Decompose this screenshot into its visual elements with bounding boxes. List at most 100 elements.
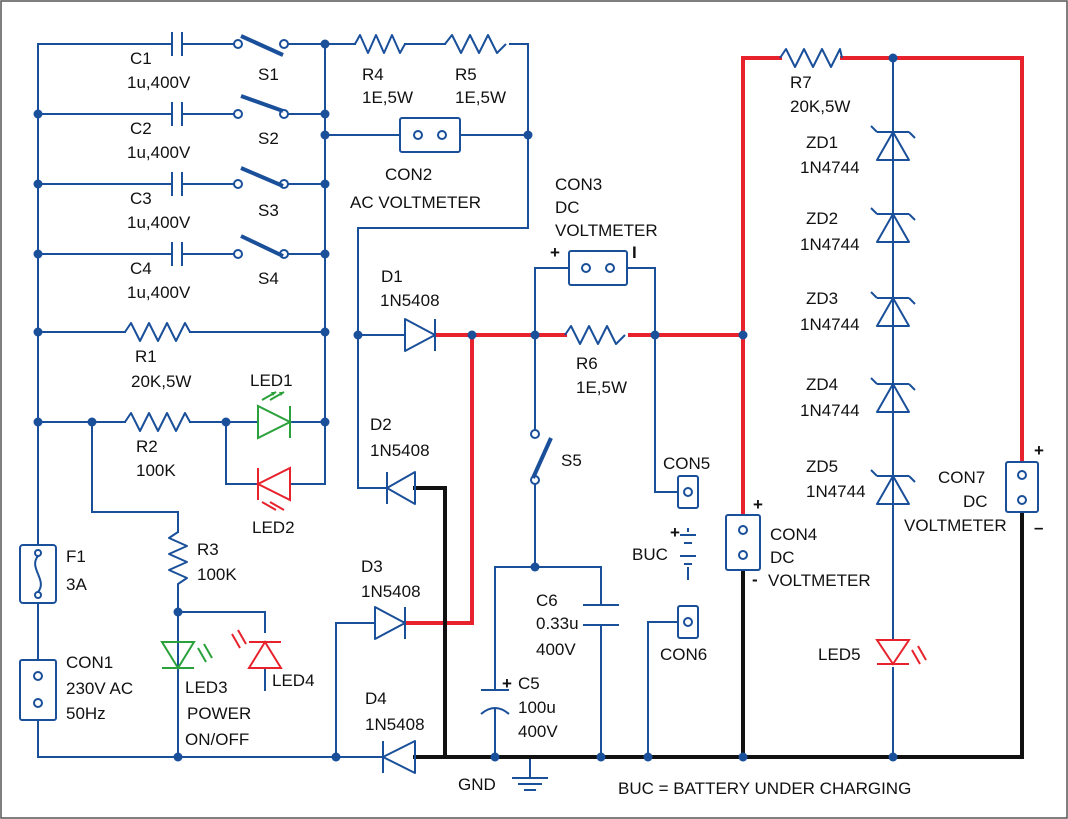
con3-line2: VOLTMETER [555, 221, 658, 240]
con1-ref: CON1 [66, 653, 113, 672]
con2-ref: CON2 [385, 165, 432, 184]
zd5-ref: ZD5 [806, 457, 838, 476]
led1-label: LED1 [250, 371, 293, 390]
r4-value: 1E,5W [362, 88, 413, 107]
s2-label: S2 [258, 129, 279, 148]
c2-value: 1u,400V [127, 143, 191, 162]
d3-value: 1N5408 [361, 582, 421, 601]
d4-ref: D4 [365, 689, 387, 708]
con7-minus: – [1034, 518, 1043, 537]
con6-label: CON6 [660, 645, 707, 664]
labels: C1 1u,400V C2 1u,400V C3 1u,400V C4 1u,4… [66, 49, 1044, 798]
con7-line1: DC [963, 492, 988, 511]
zd4-ref: ZD4 [806, 375, 838, 394]
led4-label: LED4 [272, 671, 315, 690]
c4-ref: C4 [130, 259, 152, 278]
d2-ref: D2 [370, 415, 392, 434]
c5-plus: + [502, 674, 512, 693]
zd1-ref: ZD1 [806, 133, 838, 152]
c1-value: 1u,400V [127, 73, 191, 92]
s1-label: S1 [258, 65, 279, 84]
led3-label: LED3 [185, 678, 228, 697]
r7-ref: R7 [790, 73, 812, 92]
r1-value: 20K,5W [131, 372, 191, 391]
con3-line1: DC [555, 198, 580, 217]
ground-symbol [512, 777, 548, 791]
r6-value: 1E,5W [576, 378, 627, 397]
r1-ref: R1 [135, 347, 157, 366]
f1-ref: F1 [66, 547, 86, 566]
fuse-f1 [19, 544, 57, 604]
zd2-ref: ZD2 [806, 209, 838, 228]
leds [160, 391, 927, 670]
c3-ref: C3 [130, 189, 152, 208]
d3-ref: D3 [361, 557, 383, 576]
con4-plus: + [753, 495, 763, 514]
d2-value: 1N5408 [370, 441, 430, 460]
c6-value1: 0.33u [536, 614, 579, 633]
dc-positive-wires [403, 56, 1024, 625]
power-label-line2: ON/OFF [185, 730, 249, 749]
wires [37, 43, 894, 779]
con3-plus: + [550, 243, 560, 262]
con4-ref: CON4 [770, 525, 817, 544]
con7-line2: VOLTMETER [904, 516, 1007, 535]
c6-value2: 400V [536, 640, 576, 659]
buc-plus: + [670, 523, 680, 542]
zd2-value: 1N4744 [800, 235, 860, 254]
con7-plus: + [1034, 441, 1044, 460]
d4-value: 1N5408 [365, 715, 425, 734]
capacitors-c5-c6 [480, 604, 619, 715]
con1-line1: 230V AC [66, 679, 133, 698]
c3-value: 1u,400V [127, 213, 191, 232]
ground-wires [413, 486, 1024, 759]
c6-ref: C6 [536, 591, 558, 610]
r2-ref: R2 [136, 437, 158, 456]
s3-label: S3 [258, 201, 279, 220]
power-label-line1: POWER [187, 704, 251, 723]
c5-ref: C5 [518, 674, 540, 693]
c5-value2: 400V [518, 722, 558, 741]
s4-label: S4 [258, 269, 279, 288]
buc-label: BUC [632, 545, 668, 564]
d1-value: 1N5408 [380, 291, 440, 310]
led5-label: LED5 [818, 645, 861, 664]
d1-ref: D1 [381, 267, 403, 286]
c2-ref: C2 [130, 119, 152, 138]
zd4-value: 1N4744 [800, 401, 860, 420]
diodes [374, 125, 916, 774]
con2-desc: AC VOLTMETER [350, 193, 481, 212]
con3-minus: I [632, 243, 637, 262]
junction-dots [33, 39, 898, 762]
con5-label: CON5 [663, 454, 710, 473]
battery-symbol [680, 528, 696, 580]
buc-legend: BUC = BATTERY UNDER CHARGING [618, 779, 911, 798]
resistors [124, 34, 843, 592]
r5-value: 1E,5W [455, 88, 506, 107]
con7-ref: CON7 [938, 468, 985, 487]
c4-value: 1u,400V [127, 283, 191, 302]
f1-value: 3A [66, 575, 87, 594]
zd3-ref: ZD3 [806, 289, 838, 308]
zd3-value: 1N4744 [800, 315, 860, 334]
switches [233, 34, 553, 485]
r2-value: 100K [136, 461, 176, 480]
connectors [19, 117, 1039, 721]
c1-ref: C1 [130, 49, 152, 68]
gnd-label: GND [458, 775, 496, 794]
s5-label: S5 [561, 451, 582, 470]
c5-value1: 100u [518, 698, 556, 717]
con3-ref: CON3 [555, 175, 602, 194]
r4-ref: R4 [362, 65, 384, 84]
r3-ref: R3 [197, 540, 219, 559]
r3-value: 100K [197, 565, 237, 584]
con4-line2: VOLTMETER [768, 571, 871, 590]
con4-line1: DC [770, 548, 795, 567]
capacitor-c1-c4 [171, 32, 183, 266]
r5-ref: R5 [455, 65, 477, 84]
led2-label: LED2 [252, 518, 295, 537]
con1-line2: 50Hz [66, 704, 106, 723]
zd1-value: 1N4744 [800, 158, 860, 177]
r7-value: 20K,5W [790, 97, 850, 116]
